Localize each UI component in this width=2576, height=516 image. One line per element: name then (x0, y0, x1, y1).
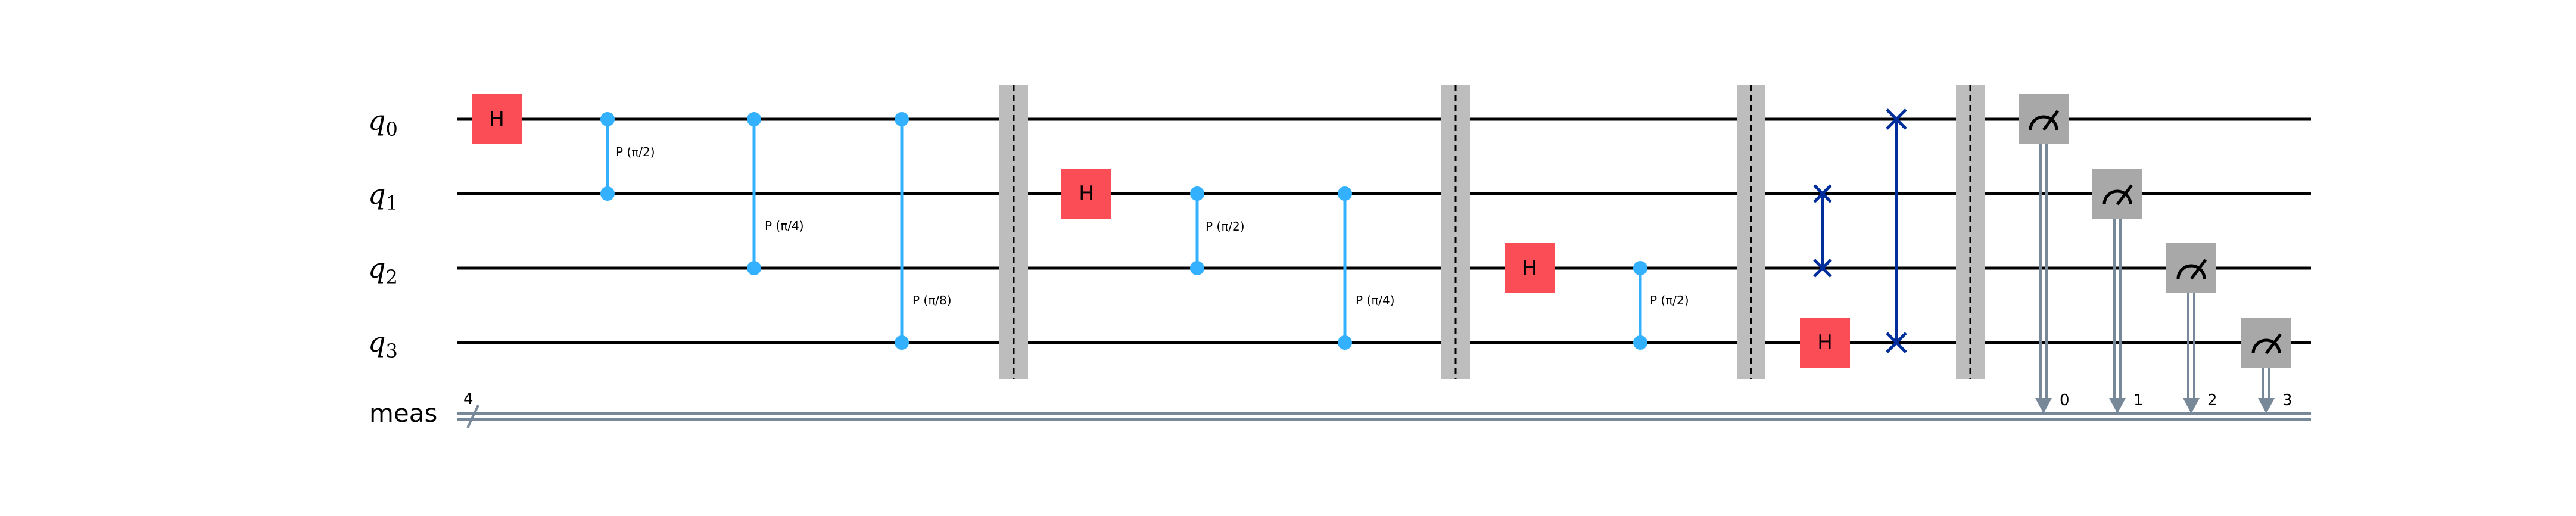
swap-q1-q2 (1813, 184, 1832, 278)
h-gate-q2: H (1505, 243, 1555, 293)
svg-text:H: H (1079, 182, 1094, 206)
measure-line-0 (2039, 144, 2048, 400)
phase-param-label: P (π/2) (1650, 293, 1689, 307)
svg-text:H: H (1817, 331, 1833, 355)
h-gate-q0: H (472, 94, 522, 144)
barrier-2 (1441, 85, 1470, 379)
qubit-label-q3: q3 (368, 326, 398, 362)
svg-text:H: H (489, 107, 504, 131)
measure-line-3 (2262, 368, 2270, 400)
measure-arrow-3 (2258, 398, 2275, 414)
qubit-label-q1: q1 (368, 178, 398, 215)
phase-param-label: P (π/2) (616, 145, 655, 159)
measure-bit-label-2: 2 (2207, 391, 2217, 409)
measure-line-2 (2187, 293, 2195, 400)
h-gate-q1: H (1061, 169, 1111, 219)
measure-bit-label-1: 1 (2133, 391, 2144, 409)
qubit-label-q0: q0 (368, 104, 398, 141)
meter-icon (2029, 115, 2058, 130)
swap-q0-q3 (1886, 108, 1907, 353)
measure-line-1 (2113, 219, 2122, 400)
measure-arrow-0 (2035, 398, 2052, 414)
barrier-3 (1737, 85, 1765, 379)
cphase-q0-q1: P (π/2) (600, 112, 655, 201)
svg-text:H: H (1522, 256, 1537, 280)
phase-param-label: P (π/4) (1356, 293, 1395, 307)
phase-param-label: P (π/8) (912, 293, 952, 307)
barrier-1 (999, 85, 1028, 379)
meter-icon (2102, 189, 2132, 205)
classical-register-label: meas (369, 399, 437, 428)
meter-icon (2251, 338, 2281, 354)
measure-gate-q1 (2092, 169, 2142, 219)
measure-arrow-1 (2109, 398, 2126, 414)
measure-arrow-2 (2183, 398, 2200, 414)
phase-param-label: P (π/2) (1206, 219, 1245, 234)
meter-icon (2176, 264, 2206, 279)
cphase-q1-q2: P (π/2) (1190, 186, 1245, 275)
measure-gate-q2 (2166, 243, 2216, 293)
h-gate-q3: H (1800, 318, 1850, 368)
measure-gate-q0 (2019, 94, 2069, 144)
cphase-q0-q3: P (π/8) (895, 112, 952, 350)
classical-register-size: 4 (463, 390, 474, 408)
cphase-q0-q2: P (π/4) (747, 112, 804, 275)
measure-bit-label-3: 3 (2282, 391, 2292, 409)
barrier-4 (1956, 85, 1985, 379)
phase-param-label: P (π/4) (765, 219, 804, 233)
measure-gate-q3 (2241, 318, 2291, 368)
qubit-label-q2: q2 (368, 252, 398, 288)
measure-bit-label-0: 0 (2060, 391, 2070, 409)
bus-slash (466, 405, 479, 428)
classical-wire (457, 412, 2311, 421)
cphase-q1-q3: P (π/4) (1338, 186, 1395, 350)
cphase-q2-q3: P (π/2) (1633, 261, 1689, 350)
